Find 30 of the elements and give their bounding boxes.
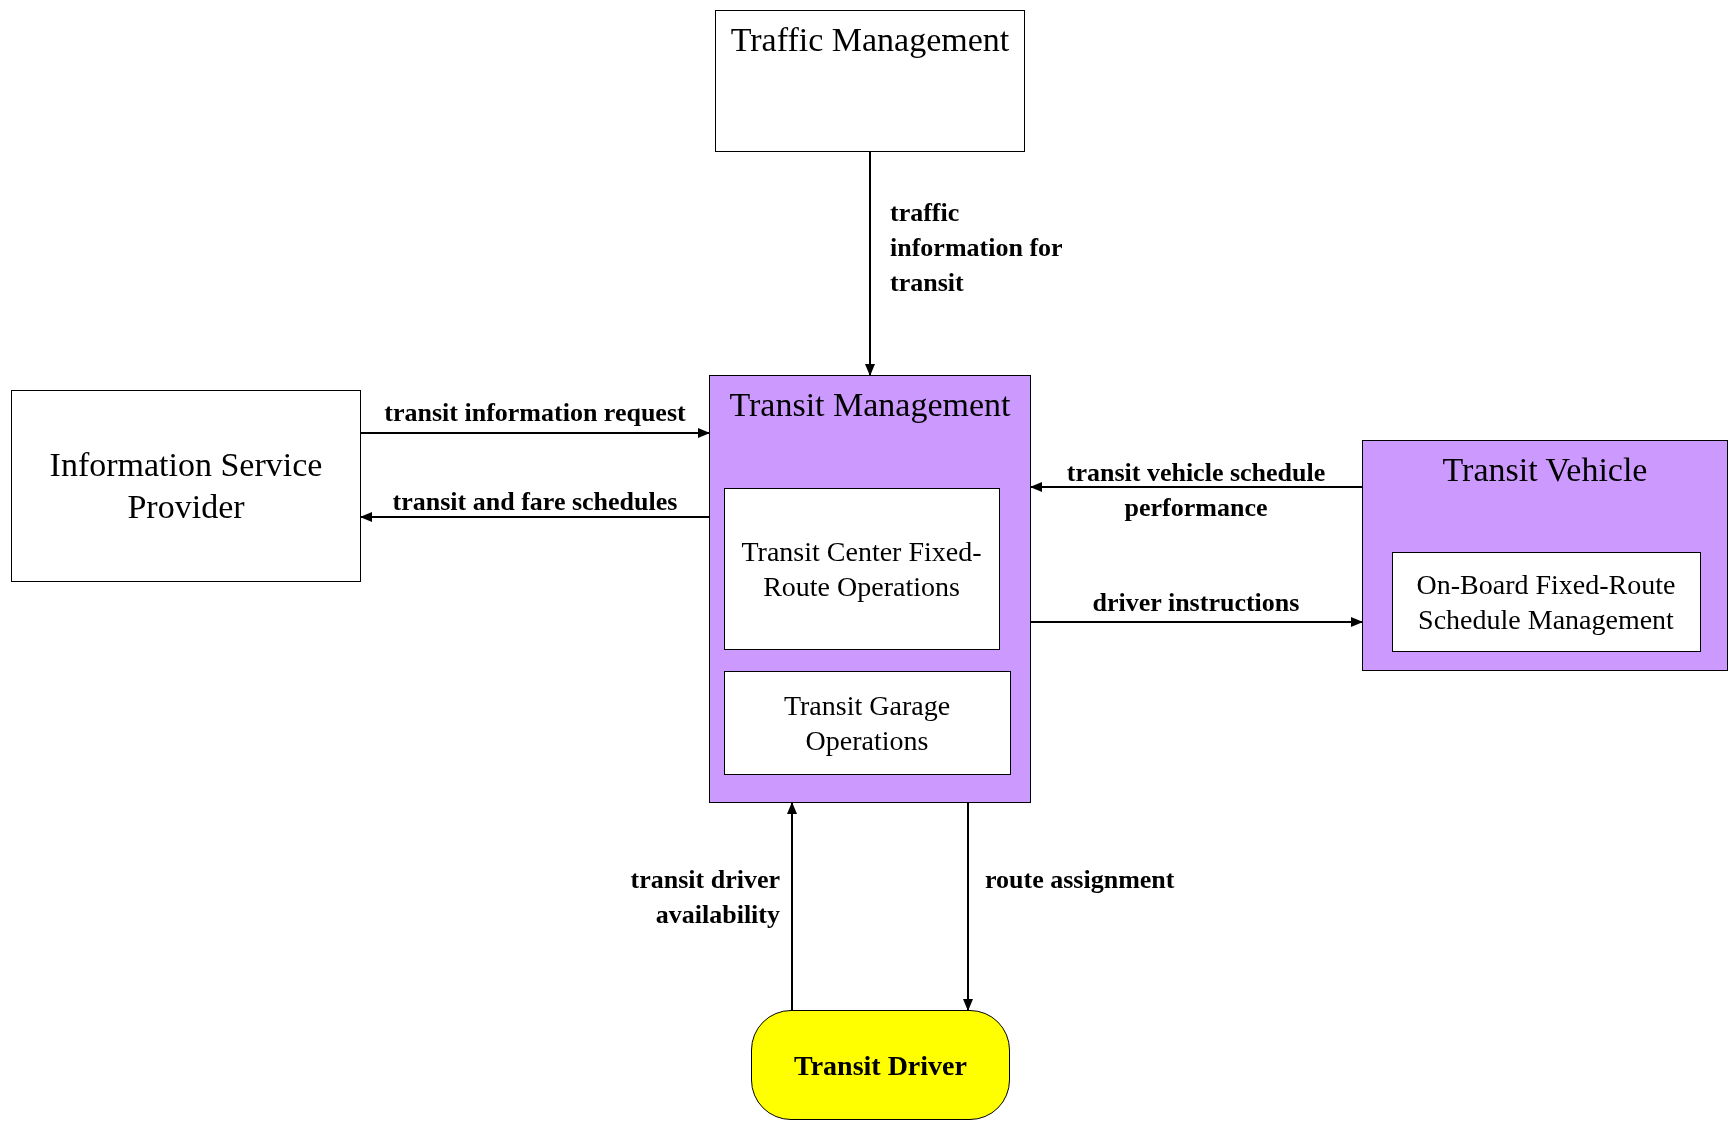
node-label: On-Board Fixed-Route Schedule Management xyxy=(1415,567,1677,637)
terminator-box xyxy=(751,1010,1010,1120)
arrow xyxy=(963,802,973,1011)
node-label: Transit Driver xyxy=(794,1048,967,1083)
edge-label: traffic information for transit xyxy=(890,197,1064,300)
arrow xyxy=(865,151,875,376)
edge-label: transit vehicle schedule performance xyxy=(1065,457,1327,525)
node-label: Transit Center Fixed-Route Operations xyxy=(740,534,983,604)
node-label: Transit Management xyxy=(729,385,1011,425)
arrow xyxy=(360,512,710,522)
group-box xyxy=(709,375,1031,803)
edge-label: route assignment xyxy=(985,864,1176,896)
arrow xyxy=(1030,482,1363,492)
process-box xyxy=(723,670,1011,775)
process-box xyxy=(1391,551,1701,652)
edge-label: driver instructions xyxy=(1091,587,1301,619)
edge-label: transit driver availability xyxy=(629,864,780,932)
process-box xyxy=(715,10,1025,152)
process-box xyxy=(11,390,361,582)
process-box xyxy=(723,487,1000,650)
arrow xyxy=(787,802,797,1011)
node-label: Transit Vehicle xyxy=(1442,450,1648,490)
group-box xyxy=(1362,440,1728,671)
node-label: Information Service Provider xyxy=(48,444,324,527)
arrow xyxy=(360,428,710,438)
node-label: Transit Garage Operations xyxy=(782,688,952,758)
arrow xyxy=(1030,617,1363,627)
edge-label: transit information request xyxy=(383,397,687,429)
node-label: Traffic Management xyxy=(730,20,1010,60)
edge-label: transit and fare schedules xyxy=(391,486,679,518)
